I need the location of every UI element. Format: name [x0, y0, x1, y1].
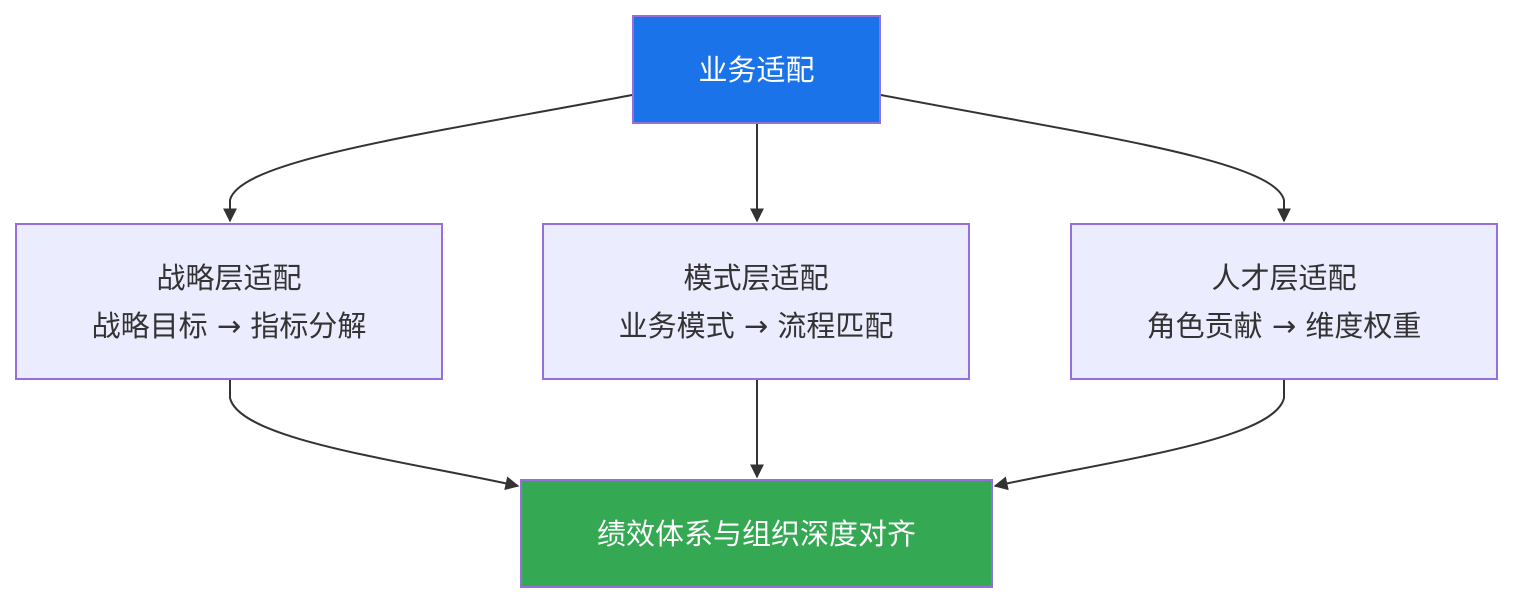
node-model-layer-detail: 业务模式 → 流程匹配: [618, 308, 894, 343]
edge-strategy-to-result: [229, 380, 520, 491]
node-talent-layer: 人才层适配 角色贡献 → 维度权重: [1070, 223, 1498, 380]
node-alignment-result-label: 绩效体系与组织深度对齐: [596, 516, 916, 551]
edge-root-to-strategy: [223, 94, 633, 223]
node-strategy-layer: 战略层适配 战略目标 → 指标分解: [15, 223, 443, 380]
node-strategy-layer-title: 战略层适配: [156, 260, 302, 295]
node-model-layer: 模式层适配 业务模式 → 流程匹配: [542, 223, 970, 380]
node-business-adaptation: 业务适配: [632, 15, 881, 124]
node-talent-layer-title: 人才层适配: [1211, 260, 1357, 295]
node-business-adaptation-label: 业务适配: [698, 52, 815, 87]
edge-root-to-talent: [880, 94, 1291, 223]
node-model-layer-title: 模式层适配: [683, 260, 829, 295]
node-strategy-layer-detail: 战略目标 → 指标分解: [91, 308, 367, 343]
edge-talent-to-result: [993, 380, 1285, 491]
node-alignment-result: 绩效体系与组织深度对齐: [520, 479, 993, 588]
node-talent-layer-detail: 角色贡献 → 维度权重: [1146, 308, 1422, 343]
